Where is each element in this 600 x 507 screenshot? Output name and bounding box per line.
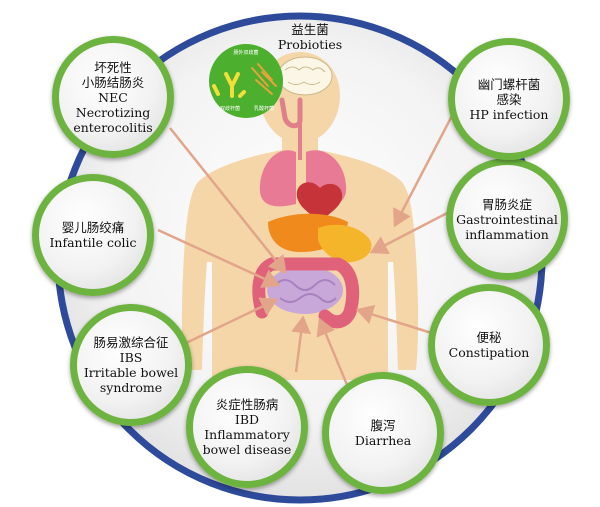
bubble-text: 婴儿肠绞痛	[61, 220, 125, 235]
bubble-infantile-colic: 婴儿肠绞痛 Infantile colic	[32, 174, 154, 296]
large-intestine	[252, 257, 360, 329]
bubble-nec: 坏死性 小肠结肠炎 NEC Necrotizing enterocolitis	[52, 36, 174, 158]
bubble-ibd: 炎症性肠病 IBD Inflammatory bowel disease	[186, 366, 308, 488]
bubble-text: inflammation	[465, 226, 549, 242]
bubble-diarrhea: 腹泻 Diarrhea	[322, 372, 444, 494]
stomach	[318, 224, 372, 263]
bubble-text: IBD	[234, 412, 260, 427]
bubble-text: NEC	[98, 89, 128, 105]
bubble-text: 炎症性肠病	[215, 397, 279, 412]
bubble-gi-inflammation: 胃肠炎症 Gastrointestinal inflammation	[446, 158, 568, 280]
bubble-text: 胃肠炎症	[481, 196, 532, 212]
bubble-text: HP infection	[469, 106, 549, 122]
bubble-text: 感染	[496, 91, 522, 107]
bubble-text: Constipation	[448, 345, 530, 360]
arrows	[157, 109, 457, 393]
bubble-constipation: 便秘 Constipation	[428, 284, 550, 406]
bubble-text: Inflammatory	[204, 427, 290, 442]
bubble-text: Infantile colic	[49, 235, 137, 250]
bubble-text: 腹泻	[370, 418, 396, 433]
bubble-text: 小肠结肠炎	[81, 74, 145, 90]
probiotics-inset: 肠外双歧菌 双歧杆菌 乳酸杆菌	[209, 44, 283, 118]
bubble-text: Irritable bowel	[83, 365, 179, 380]
left-lung	[259, 150, 296, 207]
probiotics-title-zh: 益生菌	[291, 22, 329, 37]
bubble-text: Necrotizing	[75, 104, 151, 120]
bubble-text: Diarrhea	[354, 433, 412, 448]
bubble-text: 幽门螺杆菌	[477, 76, 541, 92]
inset-label-right: 乳酸杆菌	[254, 105, 274, 112]
bubble-text: 便秘	[476, 330, 502, 345]
bubble-ibs: 肠易激综合征 IBS Irritable bowel syndrome	[70, 304, 192, 426]
bubble-text: 坏死性	[94, 59, 132, 75]
heart	[296, 182, 343, 222]
probiotics-title: 益生菌 Probioties	[260, 22, 360, 52]
bubble-text: IBS	[119, 350, 143, 365]
bubble-text: 肠易激综合征	[93, 335, 169, 350]
probiotics-title-en: Probioties	[277, 37, 343, 52]
bubble-text: enterocolitis	[73, 119, 153, 135]
bubble-text: bowel disease	[202, 442, 292, 457]
bubble-text: Gastrointestinal	[456, 211, 558, 227]
inset-label-top: 肠外双歧菌	[233, 49, 258, 56]
inset-label-left: 双歧杆菌	[220, 105, 240, 112]
bubble-text: syndrome	[99, 380, 163, 395]
brain-icon	[277, 56, 333, 96]
bubble-hp-infection: 幽门螺杆菌 感染 HP infection	[448, 38, 570, 160]
